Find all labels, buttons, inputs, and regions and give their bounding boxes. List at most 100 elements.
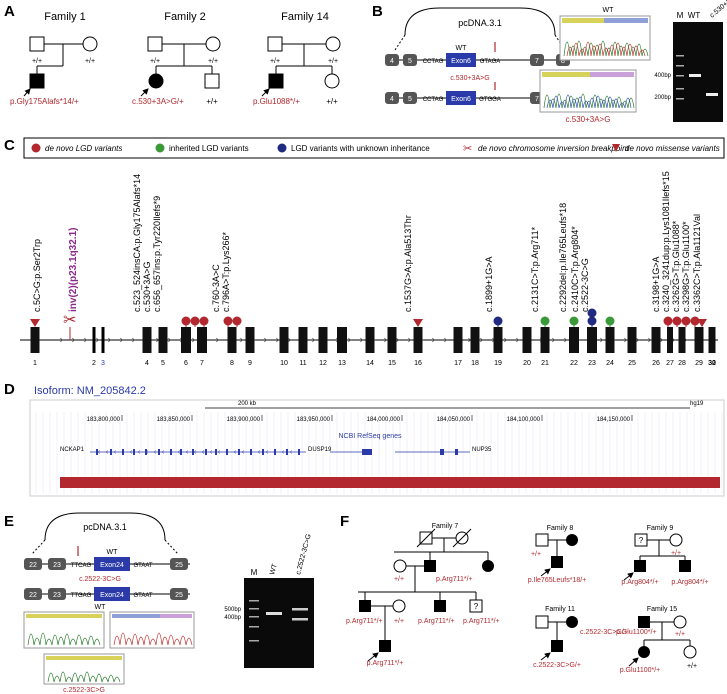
exon-label: 5 [408,96,412,103]
inversion-region-bar [60,477,720,488]
genotype-label: +/+ [531,551,541,558]
exon-number: 15 [388,360,396,367]
exon-box [48,588,66,600]
exon-number: 12 [319,360,327,367]
unaffected-sibling [204,73,220,89]
missense-marker [413,319,423,327]
exon-number: 4 [145,360,149,367]
exon-label: 4 [390,58,394,65]
variant-label: c.530+3A>G/+ [132,97,184,106]
genotype-label: +/+ [206,97,218,106]
exon-number: 18 [471,360,479,367]
exon-block [667,327,673,353]
exon-block [651,327,661,353]
strand-chevron [383,337,388,343]
strand-chevron [395,337,400,343]
strand-chevron [659,337,664,343]
unaffected-sibling [683,645,697,659]
sequence-label: GTAAT [133,593,152,599]
pedigree-family-9: Family 9 ? +/+ p.Arg804*/+ p.Arg804*/+ [621,525,708,586]
nup35-exon [455,449,458,455]
exon-label: 7 [535,58,539,65]
exon-block [197,327,207,353]
genotype-label: p.Arg804*/+ [671,579,708,586]
exon-label: Exon6 [451,96,471,103]
exon-number: 14 [366,360,374,367]
exon-label: Exon6 [451,58,471,65]
exon-block [365,327,375,353]
tick-label: 183,950,000 [297,417,331,423]
genotype-label: +/+ [270,58,280,65]
pedigree-family-2: Family 2 +/+ +/+ c.530+3A>G/+ +/+ [132,11,221,106]
mother-symbol [205,36,221,52]
ladder-band [249,616,259,618]
nup35-exon [440,449,444,455]
strand-chevron [263,337,268,343]
exon-block [181,327,191,353]
tick-label: 184,000,000 [367,417,401,423]
nckap1-exon [262,449,264,455]
panel-label-c: C [4,137,15,154]
strand-chevron [145,450,149,454]
affected-proband [379,640,391,652]
exon-box [170,588,188,600]
exon-box [385,92,399,104]
exon-block [337,327,347,353]
sequence-label: CCTAG [423,59,444,65]
wt-label: WT [456,45,468,52]
proband-arrow [140,88,149,97]
exon-number: 29 [695,360,703,367]
exon-number: 21 [541,360,549,367]
affected-proband [551,556,563,568]
family-title: Family 2 [164,11,206,23]
genotype-label: +/+ [150,58,160,65]
strand-chevron [131,337,136,343]
gene-label-nup35: NUP35 [472,447,492,453]
father-symbol [267,36,283,52]
sequence-label: CCTAG [423,97,444,103]
affected-father [638,616,650,628]
deceased-slash [452,528,472,548]
gel-lane-label: M [677,11,684,20]
exon-6-box [446,91,476,105]
variant-label: c.760-3A>C [211,264,221,312]
affected-proband [551,640,563,652]
exon-box [24,558,42,570]
ladder-band [249,626,259,628]
tick-label: 184,150,000 [597,417,631,423]
strand-chevron [297,450,301,454]
red-dot-icon [31,143,41,153]
exon-block [101,327,105,353]
genotype-label: p.Glu1100*/+ [620,667,661,674]
lollipop-dot [681,316,691,326]
pedigree-family-15: Family 15 p.Glu1100*/+ +/+ p.Glu1100*/+ … [616,606,697,674]
strand-chevron [169,450,173,454]
gel-marker: 200bp [654,95,671,101]
exon-number: 5 [161,360,165,367]
minigene-construct-e: pcDNA.3.1 22 23 TTCAG Exon24 WT GTAAT 25… [24,512,190,601]
exon-block [92,327,96,353]
exon-block [318,327,328,353]
exon-box [403,54,417,66]
father-symbol [535,615,549,629]
exon-number: 9 [248,360,252,367]
genotype-label: +/+ [32,58,42,65]
exon-label: 22 [29,592,37,599]
genotype-label: p.Arg711*/+ [367,660,404,667]
lollipop-dot [690,316,700,326]
exon-number: 3 [101,360,105,367]
pedigree-family-8: Family 8 +/+ p.Ile765Leufs*18/+ [528,525,587,584]
affected-proband [29,73,45,89]
exon-block [413,327,423,353]
tick-label: 183,900,000 [227,417,261,423]
genotype-label: p.Arg711*/+ [418,618,455,625]
affected-sibling [679,560,691,572]
trace-line [543,93,635,109]
affected-proband [634,560,646,572]
genotype-label: c.2522-3C>G/+ [580,629,628,636]
strand-chevron [407,337,412,343]
exon-block [587,327,597,353]
nckap1-exon [215,449,217,455]
lollipop-dot [672,316,682,326]
strand-chevron [193,450,197,454]
